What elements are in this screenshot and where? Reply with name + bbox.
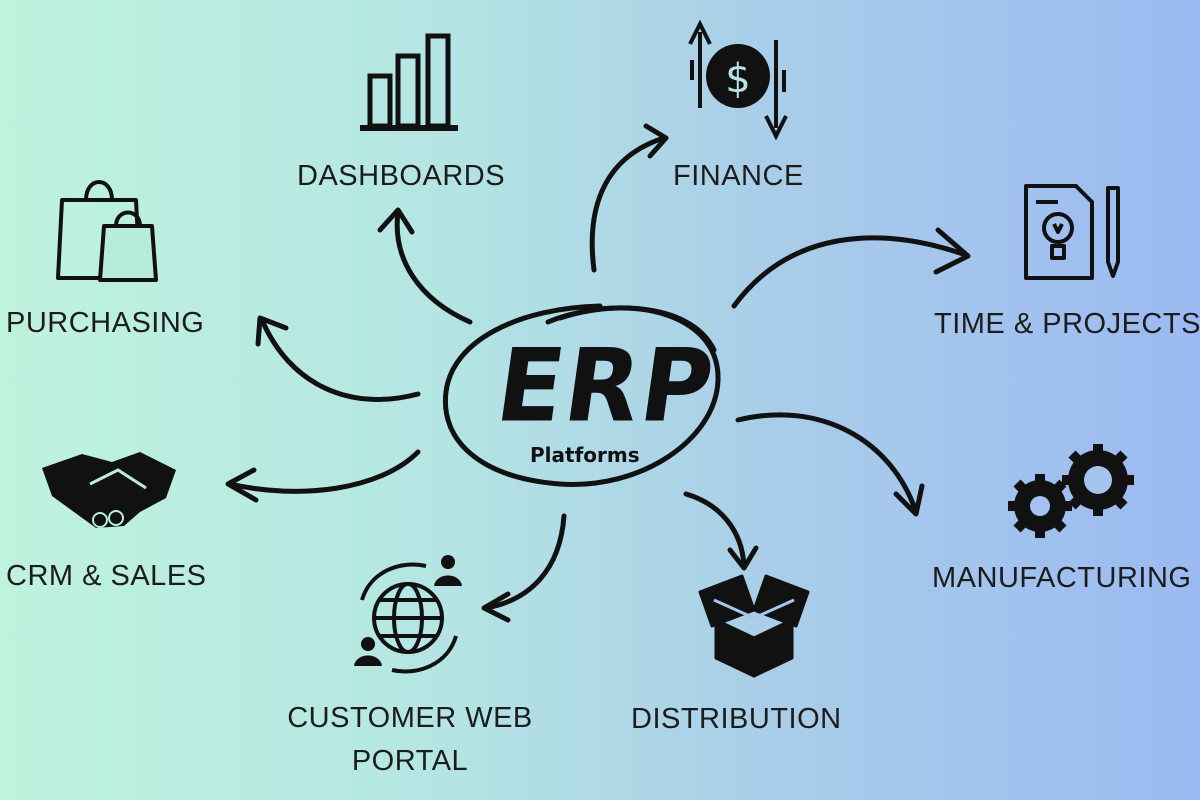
dollar-exchange-icon: $ (688, 19, 788, 141)
arrow-customer-portal (483, 513, 567, 611)
label-distribution: DISTRIBUTION (631, 703, 842, 735)
arrow-manufacturing (735, 412, 919, 515)
label-dashboards: DASHBOARDS (297, 160, 506, 192)
erp-subtitle: Platforms (530, 443, 640, 467)
label-time-projects: TIME & PROJECTS (934, 308, 1200, 340)
arrow-time-projects (731, 235, 969, 309)
label-crm-sales: CRM & SALES (6, 560, 207, 592)
label-customer-portal-line1: CUSTOMER WEB (287, 702, 533, 734)
bar-chart-icon (360, 33, 458, 131)
handshake-icon (42, 452, 176, 528)
gears-icon (1008, 444, 1134, 538)
arrow-crm (227, 449, 421, 494)
label-finance: FINANCE (673, 160, 804, 192)
shopping-bags-icon (56, 180, 158, 282)
label-purchasing: PURCHASING (6, 307, 205, 339)
open-box-icon (698, 574, 810, 678)
arrow-dashboards (394, 209, 473, 325)
arrow-distribution (683, 491, 747, 569)
center-ellipse-overstroke (545, 305, 717, 353)
label-manufacturing: MANUFACTURING (932, 562, 1192, 594)
arrow-finance (589, 135, 667, 273)
idea-document-icon (1024, 184, 1120, 280)
label-customer-portal-line2: PORTAL (351, 745, 469, 777)
arrow-purchasing (259, 317, 421, 402)
svg-text:$: $ (725, 56, 750, 102)
globe-users-icon (354, 555, 462, 674)
